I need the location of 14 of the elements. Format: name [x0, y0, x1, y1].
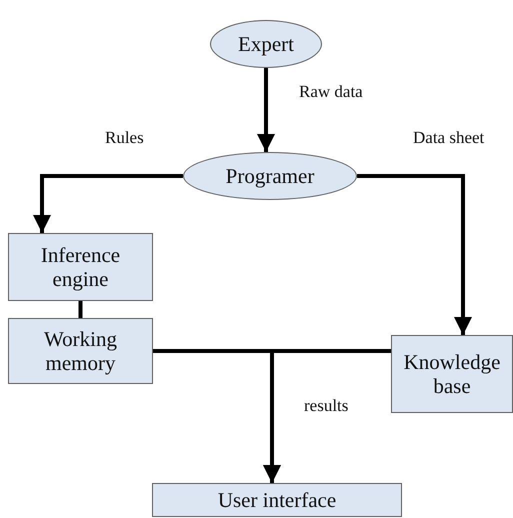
connector-line: [78, 301, 82, 318]
arrow: [257, 68, 275, 152]
node-label: User interface: [216, 488, 338, 512]
node-label: Knowledge base: [402, 350, 502, 398]
process-box: [391, 335, 513, 413]
arrow: [33, 174, 183, 233]
arrow: [357, 174, 472, 335]
node-label: Expert: [237, 32, 295, 56]
process-box: [8, 233, 153, 301]
process-box: [8, 318, 153, 384]
node-label: Programer: [224, 164, 316, 188]
node-label: Working memory: [43, 326, 118, 376]
node-label: Inference engine: [40, 242, 122, 292]
process-box: [152, 483, 402, 517]
